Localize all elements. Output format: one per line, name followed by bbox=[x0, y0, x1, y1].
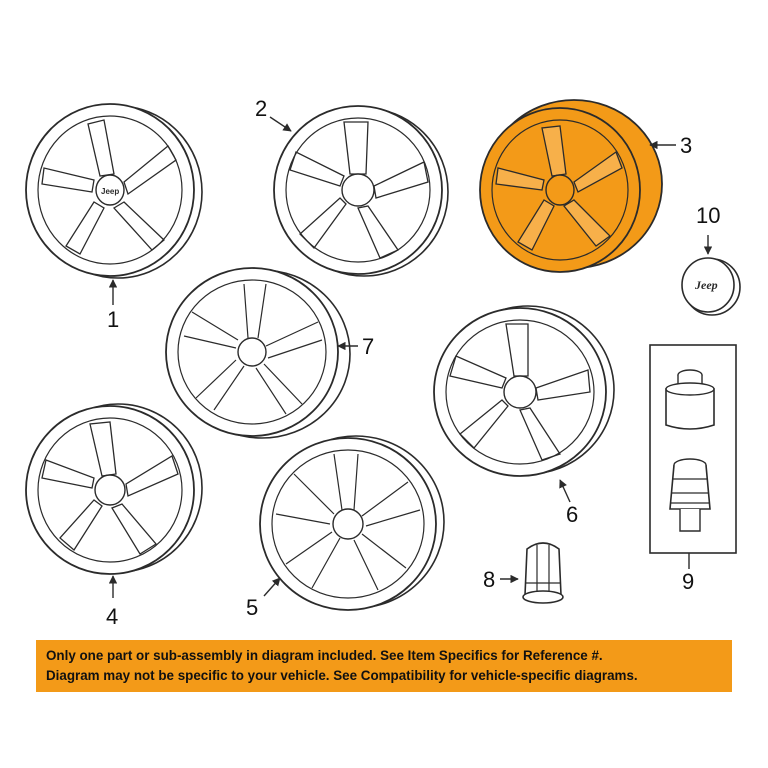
leader-lines bbox=[108, 116, 713, 598]
notice-banner: Only one part or sub-assembly in diagram… bbox=[36, 640, 732, 692]
wheel-2[interactable] bbox=[273, 105, 449, 277]
lock-key bbox=[665, 369, 715, 430]
wheel-3-highlighted[interactable] bbox=[479, 99, 663, 273]
wheel-4[interactable] bbox=[25, 403, 203, 575]
wheel-1-jeep-logo: Jeep bbox=[101, 187, 119, 196]
callout-9: 9 bbox=[682, 569, 694, 594]
center-cap-jeep-logo: Jeep bbox=[694, 278, 718, 292]
notice-line-2: Diagram may not be specific to your vehi… bbox=[46, 668, 638, 683]
callout-2: 2 bbox=[255, 96, 267, 121]
callout-8: 8 bbox=[483, 567, 495, 592]
wheel-lock-kit-9[interactable] bbox=[649, 344, 737, 554]
callout-6: 6 bbox=[566, 502, 578, 527]
callout-1: 1 bbox=[107, 307, 119, 332]
wheel-6[interactable] bbox=[433, 305, 615, 477]
wheel-1[interactable]: Jeep bbox=[25, 103, 203, 279]
center-cap-10[interactable]: Jeep bbox=[681, 257, 741, 316]
callout-3: 3 bbox=[680, 133, 692, 158]
callout-10: 10 bbox=[696, 203, 720, 228]
lock-nut bbox=[669, 458, 711, 532]
notice-line-1: Only one part or sub-assembly in diagram… bbox=[46, 648, 603, 663]
wheel-7[interactable] bbox=[165, 267, 351, 439]
callout-4: 4 bbox=[106, 604, 118, 629]
callout-5: 5 bbox=[246, 595, 258, 620]
wheel-5[interactable] bbox=[259, 435, 445, 611]
callout-7: 7 bbox=[362, 334, 374, 359]
lug-nut-8[interactable] bbox=[522, 542, 564, 604]
